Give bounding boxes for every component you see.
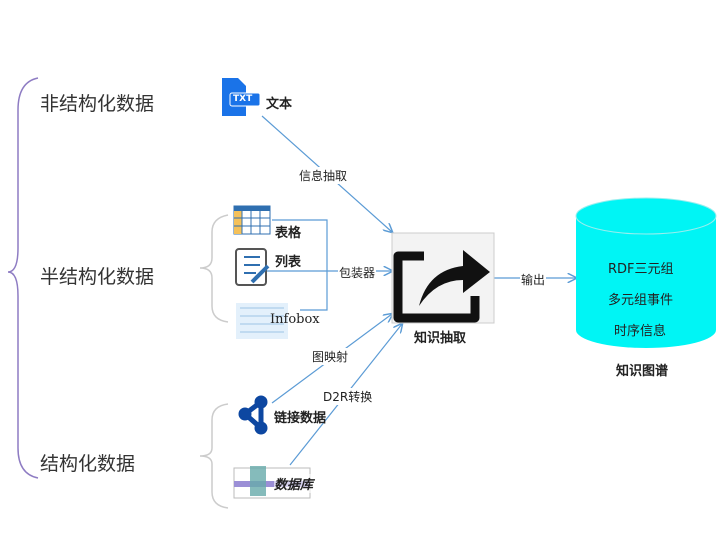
- txt-file-icon: [222, 78, 261, 116]
- struct-brace: [199, 403, 229, 509]
- checklist-icon: [235, 248, 270, 286]
- source-list: 列表: [275, 255, 302, 270]
- edge-label-wrapper: 包装器: [338, 264, 377, 281]
- category-structured: 结构化数据: [40, 453, 136, 475]
- edge-label-output: 输出: [520, 271, 547, 288]
- kg-item: 多元组事件: [608, 293, 674, 308]
- source-infobox: Infobox: [270, 312, 320, 327]
- edge-table: [272, 219, 328, 311]
- linked-data-icon: [238, 395, 268, 435]
- category-semi-structured: 半结构化数据: [40, 266, 155, 288]
- source-text: 文本: [266, 97, 293, 112]
- txt-icon-label: TXT: [233, 94, 253, 104]
- table-icon: [233, 205, 271, 235]
- main-brace: [7, 77, 39, 479]
- knowledge-graph-cylinder: [575, 197, 717, 348]
- center-label: 知识抽取: [414, 331, 467, 346]
- source-linked-data: 链接数据: [274, 411, 327, 426]
- category-unstructured: 非结构化数据: [40, 93, 155, 115]
- semi-brace: [199, 214, 229, 323]
- kg-label: 知识图谱: [616, 364, 669, 379]
- kg-item: RDF三元组: [608, 262, 674, 277]
- kg-item: 时序信息: [614, 324, 667, 339]
- share-icon: [393, 250, 490, 323]
- edge-label-graph-map: 图映射: [311, 348, 350, 365]
- source-database: 数据库: [274, 474, 314, 493]
- infobox-icon: [236, 303, 288, 339]
- source-table: 表格: [275, 226, 302, 241]
- edge-label-extract: 信息抽取: [298, 167, 349, 184]
- edge-label-d2r: D2R转换: [322, 388, 374, 405]
